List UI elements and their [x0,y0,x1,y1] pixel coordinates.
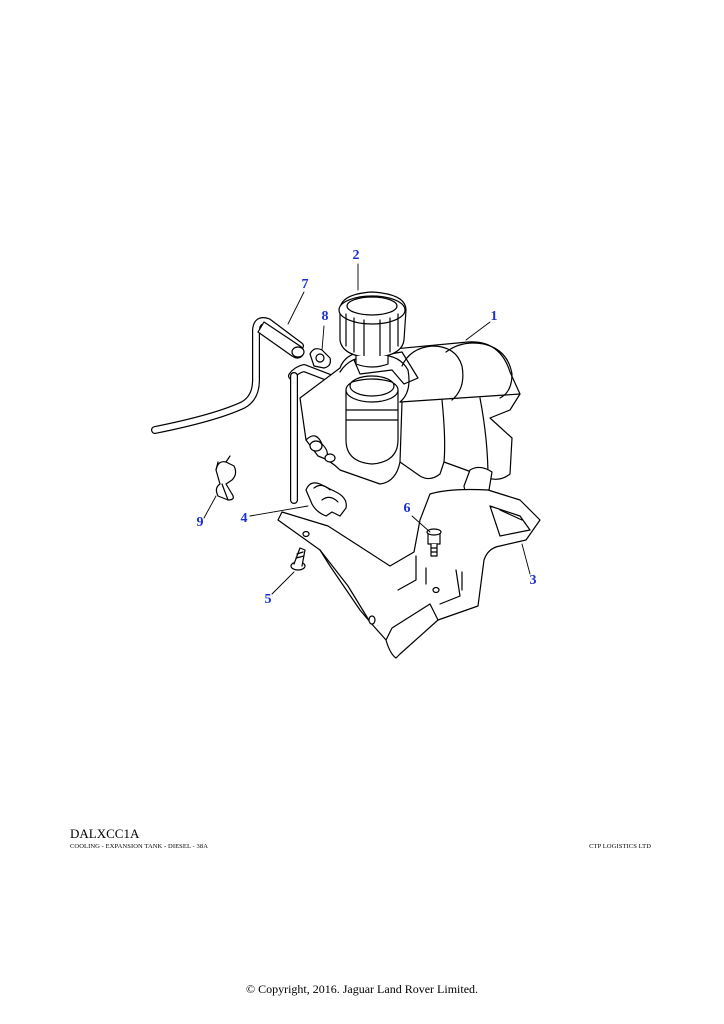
callout-4: 4 [240,511,248,526]
diagram-description: COOLING - EXPANSION TANK - DIESEL - 38A [70,843,209,850]
leader-8 [321,325,325,351]
callout-3: 3 [529,573,537,588]
callout-2: 2 [352,248,360,263]
copyright-notice: © Copyright, 2016. Jaguar Land Rover Lim… [245,982,479,996]
leader-5 [271,571,295,595]
pipe-clip [215,455,237,501]
callout-9: 9 [196,515,204,530]
bracket-clip [305,482,347,517]
company-name: CTP LOGISTICS LTD [589,843,651,850]
callout-1: 1 [490,309,498,324]
leader-4 [249,505,309,517]
coolant-hose [151,317,334,504]
mounting-bracket [277,488,541,659]
leader-1 [465,321,491,341]
leader-9 [203,495,217,519]
hose-clip [309,348,331,369]
callout-8: 8 [321,309,329,324]
callout-5: 5 [264,592,272,607]
diagram-code: DALXCC1A [70,826,140,841]
flange-bolt [426,528,442,557]
callout-6: 6 [403,501,411,516]
leader-7 [287,291,305,325]
expansion-tank [299,341,521,517]
self-tapping-screw [290,547,306,571]
pressure-cap [338,291,407,368]
callout-7: 7 [301,277,309,292]
leader-3 [521,543,531,575]
leader-6 [411,515,431,533]
